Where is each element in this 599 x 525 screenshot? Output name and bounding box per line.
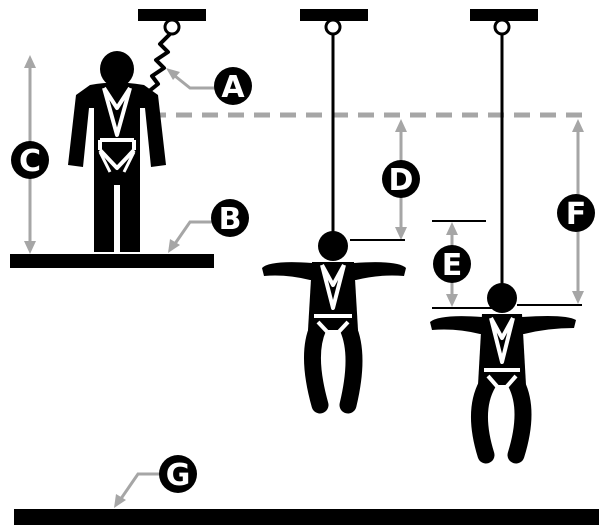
standing-worker-harness: [98, 86, 136, 170]
label-f-badge: F: [557, 194, 595, 232]
label-d-text: D: [389, 163, 414, 198]
right-worker-torso: [478, 314, 526, 385]
middle-worker-harness: [314, 264, 352, 340]
working-platform: [10, 254, 214, 268]
middle-worker-head: [318, 231, 348, 261]
right-worker-legs: [470, 374, 532, 464]
label-c-text: C: [19, 144, 41, 179]
anchor-ring-1: [163, 18, 181, 36]
middle-worker-legs: [303, 319, 363, 414]
leader-a-arrow: [166, 68, 216, 90]
middle-worker-torso: [308, 262, 358, 330]
anchor-bar-2: [300, 9, 368, 21]
arrested-worker-figure-middle: [262, 34, 406, 414]
label-b-badge: B: [211, 199, 249, 237]
ground-level: [14, 509, 599, 525]
label-a-badge: A: [214, 67, 252, 105]
leader-b-arrow: [168, 220, 212, 253]
anchor-bar-1: [138, 9, 206, 21]
label-g-badge: G: [159, 455, 197, 493]
standing-worker-head: [100, 51, 134, 87]
label-e-badge: E: [433, 245, 471, 283]
right-worker-head: [487, 283, 517, 313]
coiled-lanyard: [146, 32, 172, 94]
anchor-ring-3: [493, 18, 511, 36]
standing-worker-harness-right-leg: [122, 151, 136, 173]
label-f-text: F: [566, 197, 587, 232]
anchor-bar-3: [470, 9, 538, 21]
label-e-text: E: [442, 248, 463, 283]
right-worker-harness: [484, 317, 520, 394]
arrested-worker-figure-right: [430, 34, 576, 464]
leader-g-arrow: [114, 472, 160, 508]
label-a-text: A: [221, 70, 245, 105]
label-d-badge: D: [382, 160, 420, 198]
label-g-text: G: [166, 458, 191, 493]
standing-worker-figure: [68, 32, 172, 252]
label-b-text: B: [219, 202, 242, 237]
label-c-badge: C: [11, 141, 49, 179]
standing-worker-harness-left-leg: [98, 151, 112, 173]
anchor-ring-2: [324, 18, 342, 36]
